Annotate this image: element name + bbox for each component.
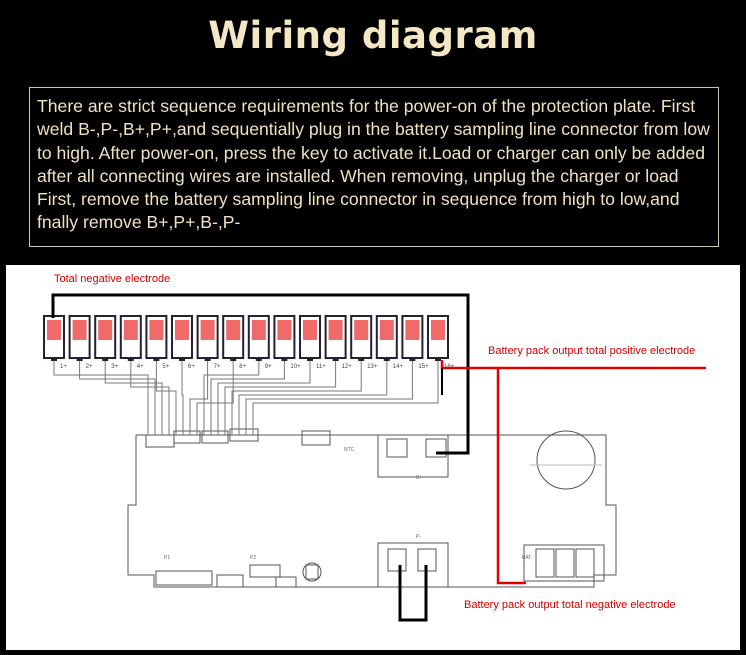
- battery-cell: [171, 315, 193, 361]
- wiring-diagram: NTC P1 P2 BAT- B+ P- 1+ 2+ 3+ 4+ 5+ 6+ 7+ 8+ 9+ 1…: [43, 273, 706, 622]
- total-negative-wire: [51, 293, 470, 455]
- instructions-text: There are strict sequence requirements f…: [37, 96, 710, 233]
- battery-cell: [196, 315, 219, 361]
- cell-label: 4+: [137, 364, 144, 370]
- battery-cell: [222, 315, 245, 361]
- cell-label: 6+: [188, 364, 195, 370]
- battery-cell: [247, 315, 270, 361]
- sampling-harness: [53, 361, 439, 435]
- svg-text:NTC: NTC: [344, 447, 355, 453]
- page-title: Wiring diagram: [208, 14, 538, 57]
- cell-label: 9+: [265, 364, 272, 370]
- battery-cell: [145, 315, 168, 361]
- cell-label: 12+: [342, 364, 353, 370]
- cell-label: 2+: [86, 364, 93, 370]
- cell-label: 8+: [239, 364, 246, 370]
- cell-label: 5+: [162, 364, 169, 370]
- battery-cell: [299, 315, 321, 361]
- svg-text:P-: P-: [416, 534, 421, 540]
- battery-cell: [401, 315, 424, 361]
- cell-label: 10+: [290, 364, 301, 370]
- cell-label: 11+: [316, 364, 326, 370]
- battery-cell: [350, 315, 373, 361]
- battery-cell: [119, 315, 142, 361]
- cell-label: 1+: [60, 364, 67, 370]
- battery-cell: [94, 315, 117, 361]
- output-negative-wire-left: [398, 565, 428, 622]
- battery-cell: [273, 315, 296, 361]
- svg-text:BAT-: BAT-: [522, 555, 533, 561]
- cell-label: 3+: [111, 364, 118, 370]
- wiring-diagram-panel: NTC P1 P2 BAT- B+ P- 1+ 2+ 3+ 4+ 5+ 6+ 7+ 8+ 9+ 1…: [6, 265, 740, 650]
- label-output-negative: Battery pack output total negative elect…: [464, 599, 676, 611]
- svg-text:P1: P1: [164, 555, 170, 561]
- protection-board: [127, 428, 617, 588]
- battery-cell: [68, 315, 91, 361]
- instructions-box: There are strict sequence requirements f…: [29, 87, 719, 247]
- battery-cell: [375, 315, 398, 361]
- label-total-negative: Total negative electrode: [54, 273, 170, 285]
- battery-cells: 1+2+3+4+5+6+7+8+9+10+11+12+13+14+15+16+: [43, 315, 455, 370]
- battery-cell: [324, 315, 347, 361]
- cell-label: 15+: [418, 364, 429, 370]
- board-markings: NTC P1 P2 BAT- B+ P-: [164, 447, 533, 561]
- battery-cell: [427, 315, 449, 361]
- output-positive-wire: [440, 360, 526, 585]
- cell-label: 13+: [367, 364, 378, 370]
- cell-label: 14+: [393, 364, 404, 370]
- battery-cell: [43, 315, 65, 361]
- label-output-positive: Battery pack output total positive elect…: [488, 345, 695, 357]
- cell-label: 7+: [214, 364, 221, 370]
- svg-text:B+: B+: [416, 475, 422, 481]
- svg-text:P2: P2: [250, 555, 256, 561]
